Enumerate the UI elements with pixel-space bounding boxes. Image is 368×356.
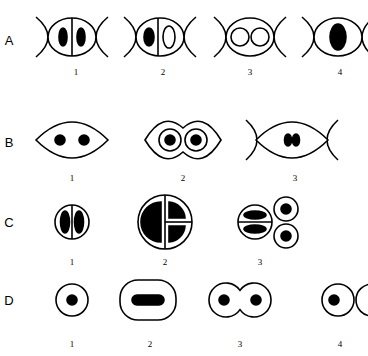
cell-figure — [36, 122, 108, 158]
nucleus — [251, 28, 269, 46]
nucleus — [75, 211, 84, 233]
cell-outline — [48, 18, 96, 56]
figure-number: 4 — [338, 68, 343, 77]
cell-outline — [145, 121, 221, 159]
nucleus — [244, 211, 266, 219]
figure-number: 2 — [163, 258, 168, 267]
cell-figure — [138, 195, 192, 249]
cell-outline — [322, 284, 354, 316]
figure-number: 1 — [70, 340, 75, 349]
daughter-cell — [185, 129, 207, 151]
nucleus — [59, 28, 67, 46]
cell-wall — [214, 17, 286, 57]
nucleus — [141, 202, 161, 242]
row-letter: C — [4, 216, 13, 229]
division-line — [165, 221, 192, 223]
nucleus — [165, 135, 175, 145]
cell-outline — [256, 122, 328, 158]
nucleus — [191, 135, 201, 145]
figure-number: 1 — [70, 174, 75, 183]
figure-number: 3 — [293, 174, 298, 183]
cell-outline — [136, 18, 184, 56]
cell-figure — [214, 17, 286, 57]
cell-figure — [246, 120, 338, 160]
cell-outline — [238, 205, 272, 239]
cell-figure — [55, 205, 89, 239]
nucleus — [169, 202, 185, 218]
cell-figure — [145, 121, 221, 159]
nucleus — [219, 295, 229, 305]
cell-outline — [120, 280, 176, 320]
row-letter: B — [5, 136, 14, 149]
daughter-cell — [274, 224, 298, 248]
cell-outline — [209, 283, 271, 317]
division-line — [238, 221, 272, 223]
nucleus — [281, 204, 291, 214]
cell-wall — [302, 17, 368, 57]
nucleus — [251, 295, 261, 305]
nucleus — [285, 134, 292, 146]
cell-outline — [138, 195, 192, 249]
figure-number: 4 — [338, 340, 343, 349]
nucleus — [132, 295, 164, 305]
division-line — [157, 18, 159, 56]
cell-outline — [56, 284, 88, 316]
division-line — [71, 205, 73, 239]
nucleus — [281, 231, 291, 241]
nucleus — [329, 295, 339, 305]
nucleus — [67, 295, 77, 305]
cell-wall — [36, 17, 108, 57]
nucleus — [330, 24, 346, 50]
figure-number: 2 — [161, 68, 166, 77]
cell-figure — [120, 280, 176, 320]
figure-number: 1 — [74, 68, 79, 77]
cell-outline — [356, 284, 368, 316]
figure-number: 3 — [258, 258, 263, 267]
row-letter: D — [4, 294, 13, 307]
figure-number: 3 — [238, 340, 243, 349]
cell-outline — [226, 18, 274, 56]
cell-wall — [246, 120, 338, 160]
nucleus — [169, 226, 185, 242]
cell-wall — [124, 17, 196, 57]
cell-outline — [314, 18, 362, 56]
nucleus — [293, 134, 300, 146]
figure-number: 2 — [148, 340, 153, 349]
nucleus — [231, 28, 249, 46]
cell-figure — [209, 283, 271, 317]
figure-number: 3 — [248, 68, 253, 77]
nucleus — [144, 28, 154, 46]
cell-figure — [56, 284, 88, 316]
nucleus — [55, 135, 65, 145]
nucleus — [79, 135, 89, 145]
cell-figure — [238, 197, 298, 248]
cell-figure — [302, 17, 368, 57]
figure-number: 2 — [181, 174, 186, 183]
nucleus — [163, 26, 175, 48]
nucleus — [244, 225, 266, 233]
cell-outline — [55, 205, 89, 239]
division-line — [71, 18, 73, 56]
figure-number: 1 — [70, 258, 75, 267]
cell-outline — [36, 122, 108, 158]
cell-figure — [36, 17, 108, 57]
daughter-cell — [159, 129, 181, 151]
row-letter: A — [5, 34, 14, 47]
cell-figure — [322, 284, 368, 316]
nucleus — [61, 211, 70, 233]
cell-figure — [124, 17, 196, 57]
nucleus — [77, 28, 85, 46]
daughter-cell — [274, 197, 298, 221]
